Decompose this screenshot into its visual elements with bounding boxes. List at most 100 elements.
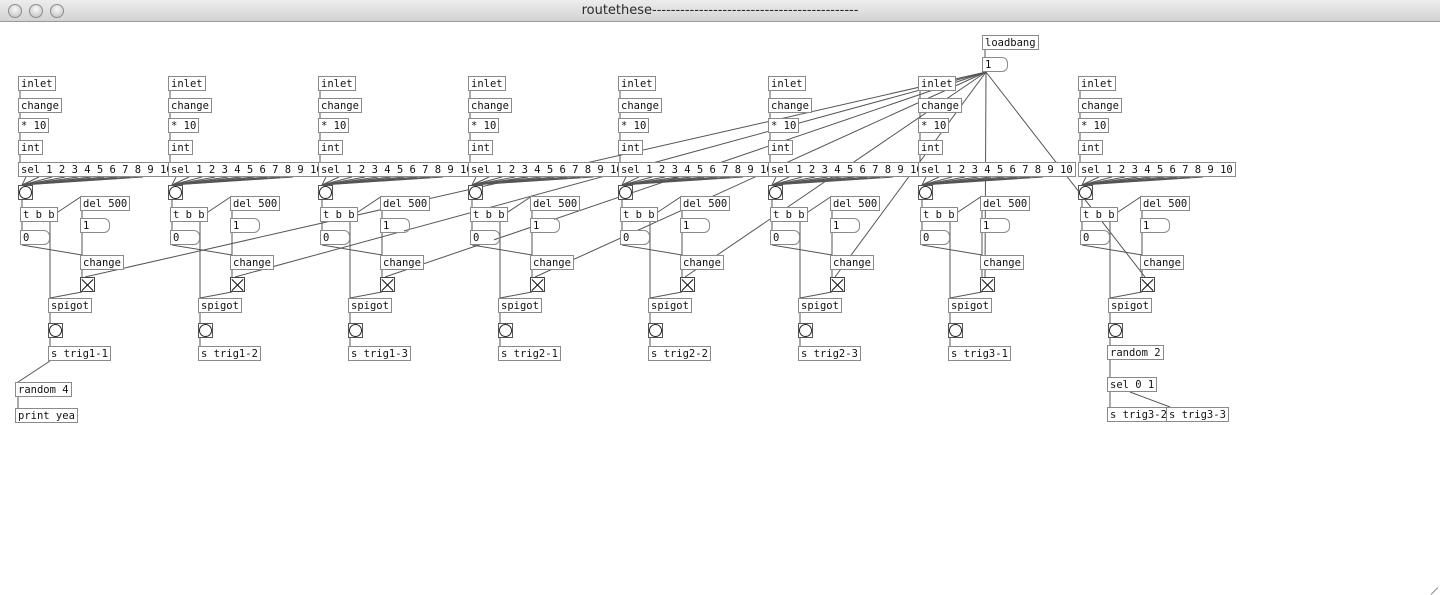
toggle-icon-6[interactable] xyxy=(830,277,845,292)
change-object-8[interactable]: change xyxy=(1078,98,1122,113)
send-trig3-2-object[interactable]: s trig3-2 xyxy=(1107,407,1170,422)
trigger-object-2[interactable]: t b b xyxy=(170,207,208,222)
bang-icon-1[interactable] xyxy=(18,185,33,200)
inlet-object-4[interactable]: inlet xyxy=(468,76,506,91)
delay-object-8[interactable]: del 500 xyxy=(1140,196,1191,211)
trigger-object-5[interactable]: t b b xyxy=(620,207,658,222)
change-toggle-object-3[interactable]: change xyxy=(380,255,424,270)
spigot-object-7[interactable]: spigot xyxy=(948,298,992,313)
trigger-object-8[interactable]: t b b xyxy=(1080,207,1118,222)
message-one-8[interactable]: 1 xyxy=(1140,218,1170,233)
int-object-8[interactable]: int xyxy=(1078,140,1103,155)
bang-icon-8[interactable] xyxy=(1078,185,1093,200)
message-one-6[interactable]: 1 xyxy=(830,218,860,233)
inlet-object-5[interactable]: inlet xyxy=(618,76,656,91)
bang-icon-4[interactable] xyxy=(468,185,483,200)
toggle-icon-3[interactable] xyxy=(380,277,395,292)
message-one-2[interactable]: 1 xyxy=(230,218,260,233)
spigot-object-2[interactable]: spigot xyxy=(198,298,242,313)
send-object-4[interactable]: s trig2-1 xyxy=(498,346,561,361)
change-object-1[interactable]: change xyxy=(18,98,62,113)
message-zero-4[interactable]: 0 xyxy=(470,230,500,245)
change-toggle-object-2[interactable]: change xyxy=(230,255,274,270)
int-object-3[interactable]: int xyxy=(318,140,343,155)
trigger-object-3[interactable]: t b b xyxy=(320,207,358,222)
output-bang-icon-4[interactable] xyxy=(498,323,513,338)
inlet-object-2[interactable]: inlet xyxy=(168,76,206,91)
message-zero-8[interactable]: 0 xyxy=(1080,230,1110,245)
toggle-icon-2[interactable] xyxy=(230,277,245,292)
select-object-6[interactable]: sel 1 2 3 4 5 6 7 8 9 10 xyxy=(768,162,926,177)
output-bang-icon-3[interactable] xyxy=(348,323,363,338)
send-object-3[interactable]: s trig1-3 xyxy=(348,346,411,361)
change-toggle-object-5[interactable]: change xyxy=(680,255,724,270)
message-zero-2[interactable]: 0 xyxy=(170,230,200,245)
message-one-loader[interactable]: 1 xyxy=(982,57,1008,72)
multiply-object-2[interactable]: * 10 xyxy=(168,118,200,133)
delay-object-6[interactable]: del 500 xyxy=(830,196,881,211)
int-object-1[interactable]: int xyxy=(18,140,43,155)
int-object-2[interactable]: int xyxy=(168,140,193,155)
int-object-7[interactable]: int xyxy=(918,140,943,155)
toggle-icon-7[interactable] xyxy=(980,277,995,292)
output-bang-icon-8[interactable] xyxy=(1108,323,1123,338)
delay-object-2[interactable]: del 500 xyxy=(230,196,281,211)
select-object-7[interactable]: sel 1 2 3 4 5 6 7 8 9 10 xyxy=(918,162,1076,177)
message-one-1[interactable]: 1 xyxy=(80,218,110,233)
output-bang-icon-7[interactable] xyxy=(948,323,963,338)
send-object-7[interactable]: s trig3-1 xyxy=(948,346,1011,361)
change-object-5[interactable]: change xyxy=(618,98,662,113)
bang-icon-2[interactable] xyxy=(168,185,183,200)
close-window-button[interactable] xyxy=(8,4,22,18)
spigot-object-4[interactable]: spigot xyxy=(498,298,542,313)
trigger-object-7[interactable]: t b b xyxy=(920,207,958,222)
output-bang-icon-6[interactable] xyxy=(798,323,813,338)
select-object-5[interactable]: sel 1 2 3 4 5 6 7 8 9 10 xyxy=(618,162,776,177)
random-two-object[interactable]: random 2 xyxy=(1107,345,1164,360)
toggle-icon-5[interactable] xyxy=(680,277,695,292)
toggle-icon-4[interactable] xyxy=(530,277,545,292)
spigot-object-6[interactable]: spigot xyxy=(798,298,842,313)
delay-object-1[interactable]: del 500 xyxy=(80,196,131,211)
message-zero-5[interactable]: 0 xyxy=(620,230,650,245)
message-zero-7[interactable]: 0 xyxy=(920,230,950,245)
change-toggle-object-8[interactable]: change xyxy=(1140,255,1184,270)
resize-grip-icon[interactable] xyxy=(1428,578,1438,588)
change-toggle-object-4[interactable]: change xyxy=(530,255,574,270)
change-object-6[interactable]: change xyxy=(768,98,812,113)
change-object-3[interactable]: change xyxy=(318,98,362,113)
inlet-object-1[interactable]: inlet xyxy=(18,76,56,91)
multiply-object-5[interactable]: * 10 xyxy=(618,118,650,133)
int-object-5[interactable]: int xyxy=(618,140,643,155)
spigot-object-5[interactable]: spigot xyxy=(648,298,692,313)
change-object-7[interactable]: change xyxy=(918,98,962,113)
message-one-7[interactable]: 1 xyxy=(980,218,1010,233)
select-object-1[interactable]: sel 1 2 3 4 5 6 7 8 9 10 xyxy=(18,162,176,177)
random-four-object[interactable]: random 4 xyxy=(15,382,72,397)
message-zero-1[interactable]: 0 xyxy=(20,230,50,245)
bang-icon-7[interactable] xyxy=(918,185,933,200)
print-object[interactable]: print yea xyxy=(15,408,78,423)
spigot-object-8[interactable]: spigot xyxy=(1108,298,1152,313)
delay-object-5[interactable]: del 500 xyxy=(680,196,731,211)
send-object-2[interactable]: s trig1-2 xyxy=(198,346,261,361)
delay-object-3[interactable]: del 500 xyxy=(380,196,431,211)
message-zero-6[interactable]: 0 xyxy=(770,230,800,245)
change-object-2[interactable]: change xyxy=(168,98,212,113)
int-object-6[interactable]: int xyxy=(768,140,793,155)
loadbang-object[interactable]: loadbang xyxy=(982,35,1039,50)
change-toggle-object-7[interactable]: change xyxy=(980,255,1024,270)
inlet-object-6[interactable]: inlet xyxy=(768,76,806,91)
multiply-object-1[interactable]: * 10 xyxy=(18,118,50,133)
multiply-object-3[interactable]: * 10 xyxy=(318,118,350,133)
select-object-8[interactable]: sel 1 2 3 4 5 6 7 8 9 10 xyxy=(1078,162,1236,177)
select-object-4[interactable]: sel 1 2 3 4 5 6 7 8 9 10 xyxy=(468,162,626,177)
send-trig3-3-object[interactable]: s trig3-3 xyxy=(1166,407,1229,422)
change-object-4[interactable]: change xyxy=(468,98,512,113)
trigger-object-4[interactable]: t b b xyxy=(470,207,508,222)
spigot-object-1[interactable]: spigot xyxy=(48,298,92,313)
multiply-object-6[interactable]: * 10 xyxy=(768,118,800,133)
bang-icon-3[interactable] xyxy=(318,185,333,200)
select-zero-one-object[interactable]: sel 0 1 xyxy=(1107,377,1158,392)
